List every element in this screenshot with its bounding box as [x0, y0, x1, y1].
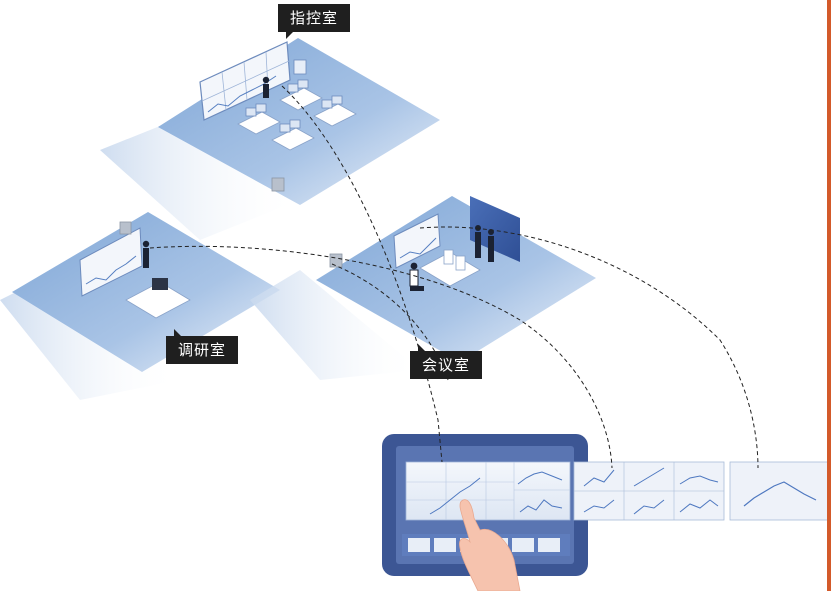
- speaker-icon: [119, 221, 132, 235]
- monitor-icon: [443, 249, 466, 271]
- meeting-room-label: 会议室: [410, 344, 483, 379]
- person-icon: [262, 76, 270, 98]
- video-wall-grid: [201, 51, 290, 111]
- meeting-blue-wall: [470, 196, 520, 262]
- person-icon: [488, 229, 494, 262]
- meeting-room-floor-shadow: [250, 270, 420, 380]
- research-room-label: 调研室: [166, 329, 239, 364]
- tablet-area-chart: [517, 471, 563, 485]
- command-side-screen: [293, 59, 307, 75]
- hand-pointer-icon[interactable]: [459, 499, 521, 591]
- tablet-line-chart: [429, 477, 481, 515]
- side-panel-grid: [573, 461, 725, 521]
- meeting-wall-chart: [399, 237, 437, 259]
- side-panel-large-chart: [729, 461, 829, 521]
- meeting-table: [419, 251, 481, 287]
- speaker-icon: [271, 177, 285, 192]
- command-room-floor-shadow: [100, 110, 300, 240]
- research-wall-chart: [85, 255, 137, 285]
- tablet-wave-chart: [519, 499, 563, 513]
- tablet: [382, 434, 588, 591]
- person-icon: [142, 240, 150, 268]
- person-icon: [409, 262, 424, 291]
- research-desk: [125, 281, 191, 319]
- command-room-label: 指控室: [278, 4, 351, 39]
- meeting-room: [250, 196, 596, 380]
- research-room: [0, 212, 280, 400]
- command-monitors: [245, 79, 343, 133]
- accent-edge: [827, 0, 831, 591]
- research-wall-display: [79, 227, 143, 297]
- tablet-dashboard-panel: [405, 461, 571, 521]
- laptop-icon: [152, 278, 168, 290]
- speaker-icon: [329, 253, 343, 268]
- tablet-dashboard-grid: [406, 462, 570, 520]
- person-icon: [475, 225, 481, 258]
- command-room: [100, 38, 440, 240]
